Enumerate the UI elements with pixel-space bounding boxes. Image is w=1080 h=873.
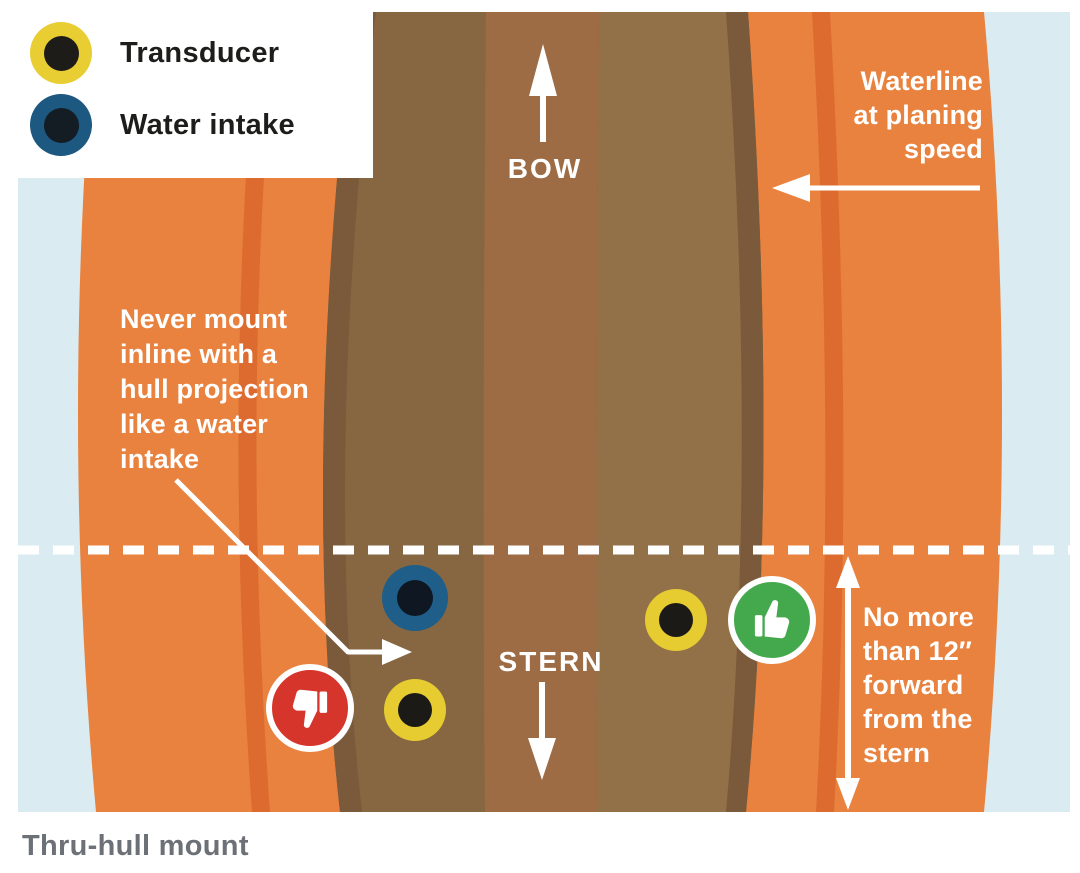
bow-label: BOW (507, 153, 583, 184)
approved-badge (728, 576, 816, 664)
water-intake-marker (382, 565, 448, 631)
hull-center-panel-starboard (596, 12, 764, 812)
legend-item-water-intake: Water intake (30, 94, 373, 156)
note-line: inline with a (120, 339, 278, 369)
legend-label-water-intake: Water intake (120, 108, 295, 141)
note-line: stern (863, 738, 931, 768)
legend-box: Transducer Water intake (0, 0, 373, 178)
water-intake-icon-core (43, 107, 79, 143)
waterline-note: Waterline at planing speed (854, 64, 984, 166)
port-accent-stripe (238, 12, 276, 812)
legend-item-transducer: Transducer (30, 22, 373, 84)
note-line: Waterline (860, 66, 983, 96)
note-line: No more (863, 602, 974, 632)
port-chine-stripe (323, 12, 376, 812)
rejected-badge (266, 664, 354, 752)
note-line: like a water (120, 409, 268, 439)
note-line: Never mount (120, 304, 288, 334)
transducer-marker-good (645, 589, 707, 651)
thumbs-up-icon (754, 600, 790, 639)
transducer-icon-core (43, 35, 79, 71)
bow-arrow (529, 44, 557, 142)
stern-arrow (528, 682, 556, 780)
note-line: than 12″ (863, 636, 973, 666)
note-line: speed (903, 134, 983, 164)
note-line: forward (863, 670, 964, 700)
water-intake-icon (30, 94, 92, 156)
diagram-caption: Thru-hull mount (22, 830, 249, 862)
stern-label: STERN (498, 646, 604, 677)
distance-note: No more than 12″ forward from the stern (863, 600, 974, 770)
annotation-arrow (174, 478, 412, 665)
distance-range-arrow (836, 556, 860, 810)
waterline-arrow (772, 174, 980, 202)
starboard-accent-stripe (812, 12, 844, 812)
never-mount-note: Never mount inline with a hull projectio… (120, 302, 309, 477)
note-line: hull projection (120, 374, 309, 404)
thumbs-down-icon (292, 689, 328, 728)
note-line: at planing (853, 100, 983, 130)
transducer-marker-bad (384, 679, 446, 741)
transducer-icon (30, 22, 92, 84)
note-line: intake (120, 444, 200, 474)
legend-label-transducer: Transducer (120, 36, 280, 69)
note-line: from the (863, 704, 973, 734)
keel-band (483, 12, 599, 812)
